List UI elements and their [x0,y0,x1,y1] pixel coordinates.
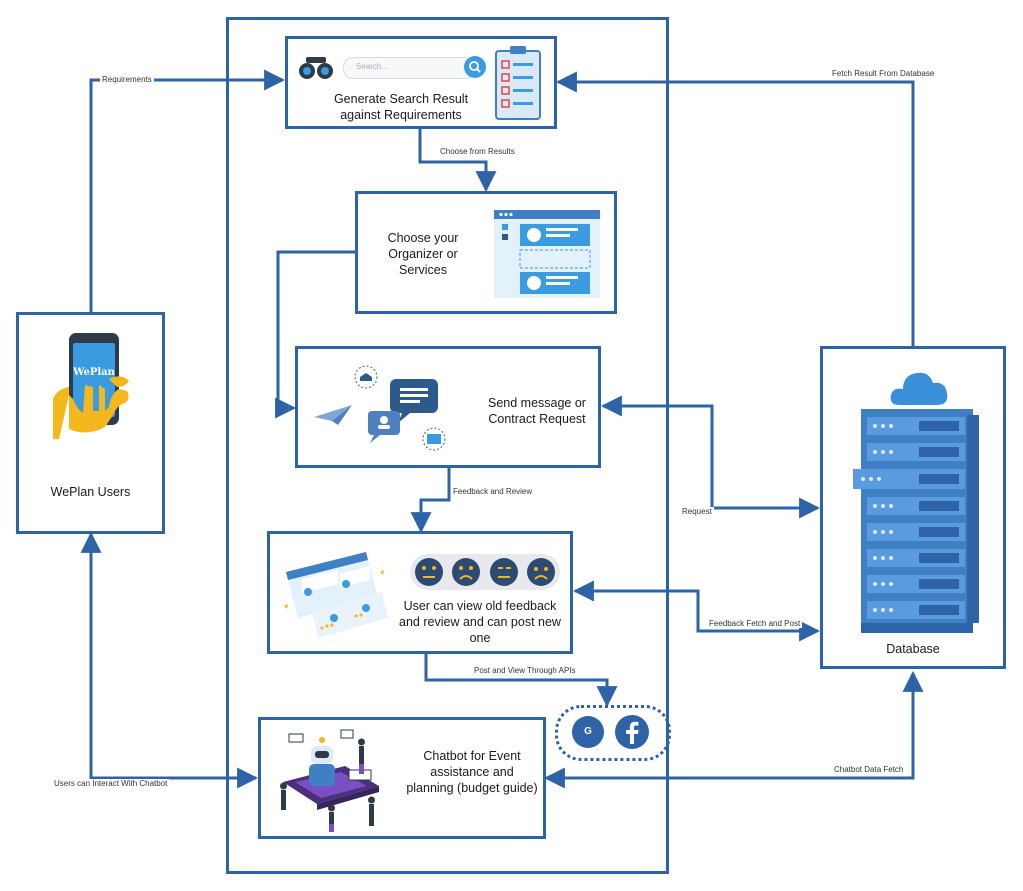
label-post-view-apis: Post and View Through APIs [472,666,578,675]
checklist-clipboard-icon [495,46,541,120]
send-message-label: Send message or Contract Request [488,396,586,426]
chatbot-illustration [280,729,379,832]
facebook-icon [615,715,649,749]
social-api-group: G [555,705,671,761]
profile-cards-illustration [494,210,600,298]
label-feedback-review: Feedback and Review [451,487,535,496]
node-chatbot: Chatbot for Event assistance and plannin… [258,717,546,839]
search-input: Search... [343,57,475,79]
search-icon [464,56,486,78]
cloud-icon [890,372,948,405]
svg-text:WePlan: WePlan [72,367,116,378]
chatbot-label: Chatbot for Event assistance and plannin… [406,749,538,795]
edge-choose-from-results [418,129,497,193]
reviews-illustration [284,552,388,638]
label-requirements: Requirements [100,75,154,84]
phone-hand-illustration: WePlan [53,333,129,439]
edge-choose-to-send [275,250,356,419]
label-choose-from-results: Choose from Results [438,147,517,156]
search-placeholder: Search... [356,62,389,71]
binoculars-icon [299,57,333,79]
feedback-label: User can view old feedback and review an… [399,599,561,645]
node-search-result: Search... Generate Search Result against… [285,36,557,129]
emoji-ratings [410,554,560,590]
edge-fetch-result [555,71,915,346]
choose-organizer-label: Choose your Organizer or Services [387,231,459,277]
label-feedback-fetch-post: Feedback Fetch and Post [707,619,803,628]
server-rack-icon [853,409,979,633]
label-users-chatbot: Users can Interact With Chatbot [52,779,170,788]
edge-request [600,395,821,519]
edge-feedback-review [410,468,451,534]
node-users: WePlan WePlan Users [16,312,165,534]
node-send-message: Send message or Contract Request [295,346,601,468]
search-result-label: Generate Search Result against Requireme… [333,92,469,122]
google-my-business-icon: G [572,716,604,748]
node-feedback: User can view old feedback and review an… [267,531,573,654]
label-chatbot-data-fetch: Chatbot Data Fetch [832,765,906,774]
label-request: Request [680,507,714,516]
node-database: Database [820,346,1006,669]
system-container [226,17,669,874]
edge-requirements [89,69,286,312]
database-label: Database [886,642,940,656]
users-label: WePlan Users [50,485,131,499]
node-choose-organizer: Choose your Organizer or Services [355,191,617,314]
edge-users-chatbot [80,531,259,789]
messaging-illustration [314,365,446,451]
label-fetch-result: Fetch Result From Database [830,69,937,78]
edge-feedback-fetch-post [572,580,821,642]
